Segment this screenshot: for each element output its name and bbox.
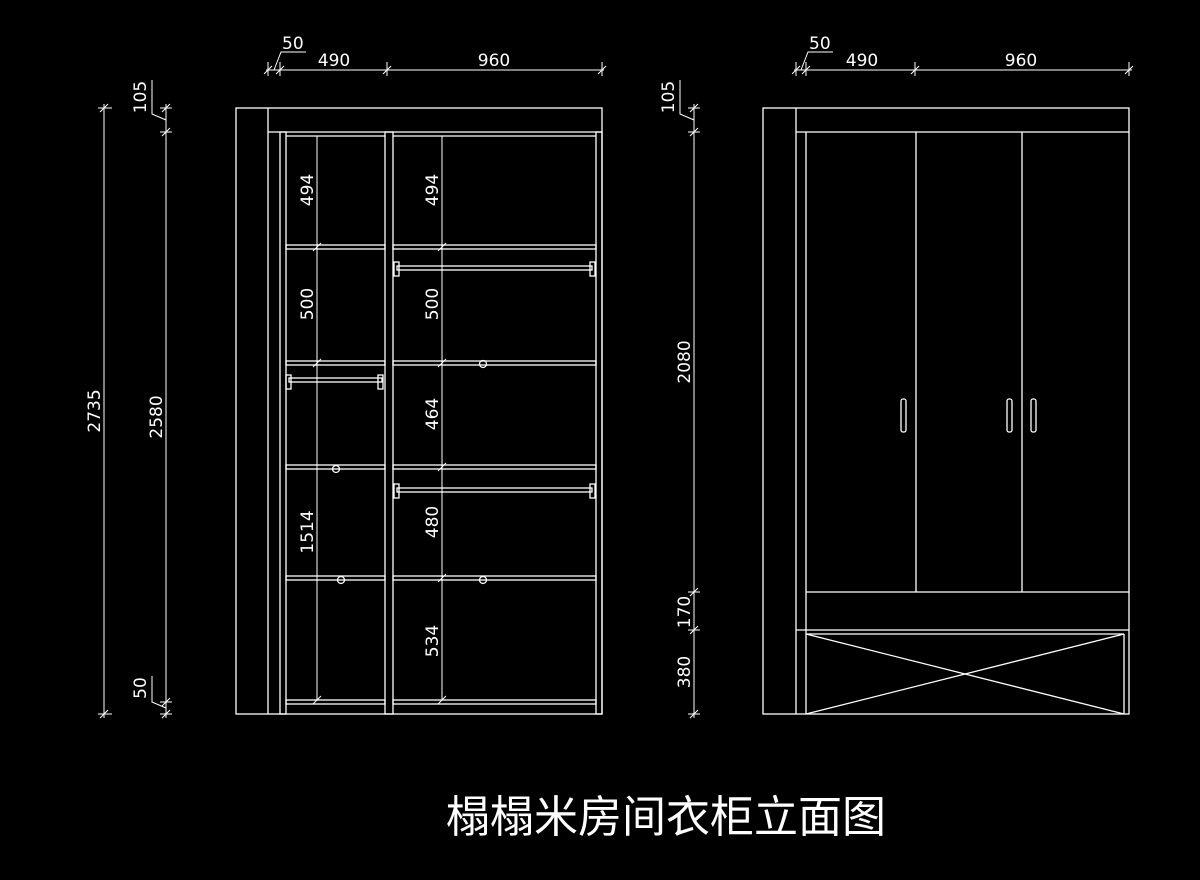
door-height-dimension [679, 80, 700, 719]
cabinet-outline [235, 107, 603, 715]
right-col-dim-1: 494 [423, 174, 443, 206]
left-top-dim-490: 490 [318, 51, 350, 71]
overall-height-dimension [98, 103, 112, 719]
door-elevation: 50 490 960 105 2080 170 380 [659, 34, 1134, 719]
right-column-dimension-line [437, 136, 447, 705]
interior-elevation: 494 500 1514 494 500 464 480 534 50 490 … [85, 34, 607, 719]
shelf-pins [331, 359, 488, 585]
right-col-dim-5: 534 [423, 625, 443, 657]
shelves [285, 244, 597, 705]
left-top-dim-50: 50 [282, 34, 304, 54]
top-offset-label: 105 [131, 81, 151, 113]
left-column-dimension-line [312, 136, 322, 705]
left-col-dim-3: 1514 [298, 510, 318, 553]
left-col-dim-1: 494 [298, 174, 318, 206]
left-top-dim-960: 960 [478, 51, 510, 71]
inner-height-dimension [151, 80, 172, 719]
base-height-label: 380 [675, 656, 695, 688]
overall-height-label: 2735 [85, 389, 105, 432]
wardrobe-doors [915, 132, 1023, 592]
hanging-rods [285, 261, 596, 499]
inner-height-label: 2580 [147, 395, 167, 438]
base-panel-cross [805, 633, 1125, 715]
right-col-dim-4: 480 [423, 506, 443, 538]
door-height-label: 2080 [675, 340, 695, 383]
right-top-dim-960: 960 [1005, 51, 1037, 71]
right-top-dim-50: 50 [809, 34, 831, 54]
band-height-label: 170 [675, 596, 695, 628]
drawing-title: 榻榻米房间衣柜立面图 [446, 792, 886, 843]
right-top-dim-490: 490 [846, 51, 878, 71]
bottom-offset-label: 50 [131, 677, 151, 699]
right-top-dimension [791, 51, 1134, 76]
right-col-dim-3: 464 [423, 398, 443, 430]
door-handles [900, 398, 1037, 433]
right-col-dim-2: 500 [423, 288, 443, 320]
right-top-offset-label: 105 [659, 81, 679, 113]
left-top-dimension [263, 51, 607, 76]
left-col-dim-2: 500 [298, 288, 318, 320]
door-cabinet-outline [762, 107, 1130, 715]
